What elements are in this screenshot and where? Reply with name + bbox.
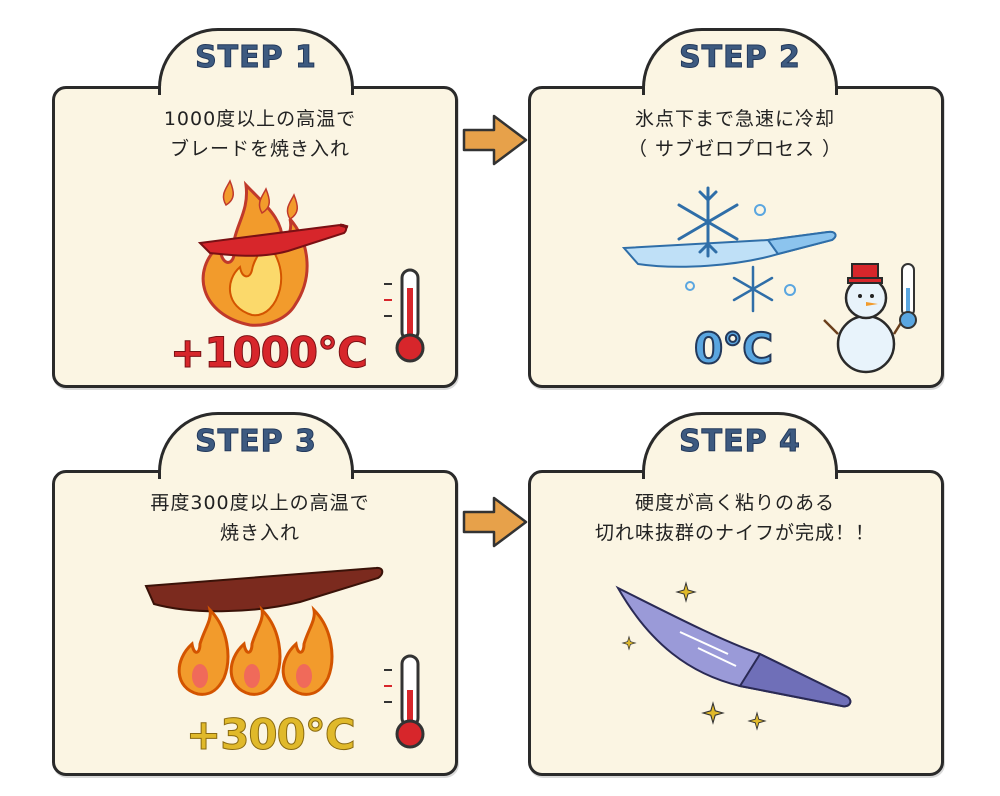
bubbles	[685, 204, 796, 296]
step-4-card	[528, 470, 944, 776]
step-4-line-2: 切れ味抜群のナイフが完成！！	[594, 522, 875, 544]
flame-icon	[177, 605, 334, 696]
step-1-temperature: +1000℃	[170, 328, 369, 378]
knife-icon	[615, 585, 852, 708]
snowflake-icon	[732, 265, 774, 313]
thermometer-icon	[384, 268, 425, 363]
knife-icon	[144, 566, 384, 613]
step-4-title: STEP 4	[679, 424, 801, 460]
step-2-line-1: 氷点下まで急速に冷却	[634, 108, 835, 130]
step-3-temperature: +300℃	[186, 710, 357, 760]
step-4-tab	[642, 412, 838, 479]
step-3-line-1: 再度300度以上の高温で	[150, 492, 370, 514]
step-3-description: 再度300度以上の高温で 焼き入れ	[60, 488, 460, 548]
step-1-line-2: ブレードを焼き入れ	[169, 138, 350, 160]
step-2-title: STEP 2	[679, 40, 801, 76]
arrow-right-icon	[462, 496, 528, 548]
step-4-line-1: 硬度が高く粘りのある	[634, 492, 835, 514]
step-3-title: STEP 3	[195, 424, 317, 460]
snowman-icon	[823, 263, 917, 374]
step-1-tab	[158, 28, 354, 95]
snowflake-icon	[677, 186, 739, 258]
step-2-line-2: （ サブゼロプロセス ）	[627, 138, 843, 160]
sparkle-icon	[701, 701, 725, 725]
step-4-description: 硬度が高く粘りのある 切れ味抜群のナイフが完成！！	[530, 488, 940, 548]
flame-icon	[197, 179, 349, 327]
step-2-description: 氷点下まで急速に冷却 （ サブゼロプロセス ）	[530, 104, 940, 164]
step-1-title: STEP 1	[195, 40, 317, 76]
step-1-description: 1000度以上の高温で ブレードを焼き入れ	[60, 104, 460, 164]
sparkle-icon	[675, 581, 697, 603]
thermometer-icon	[384, 654, 425, 749]
step-2-temperature: 0℃	[693, 323, 774, 374]
sparkle-icon	[747, 711, 767, 731]
step-3-card	[52, 470, 458, 776]
arrow-right-icon	[462, 114, 528, 166]
knife-icon	[621, 230, 837, 268]
sparkle-icon	[621, 635, 637, 651]
step-1-line-1: 1000度以上の高温で	[163, 108, 357, 130]
step-3-line-2: 焼き入れ	[219, 522, 300, 544]
